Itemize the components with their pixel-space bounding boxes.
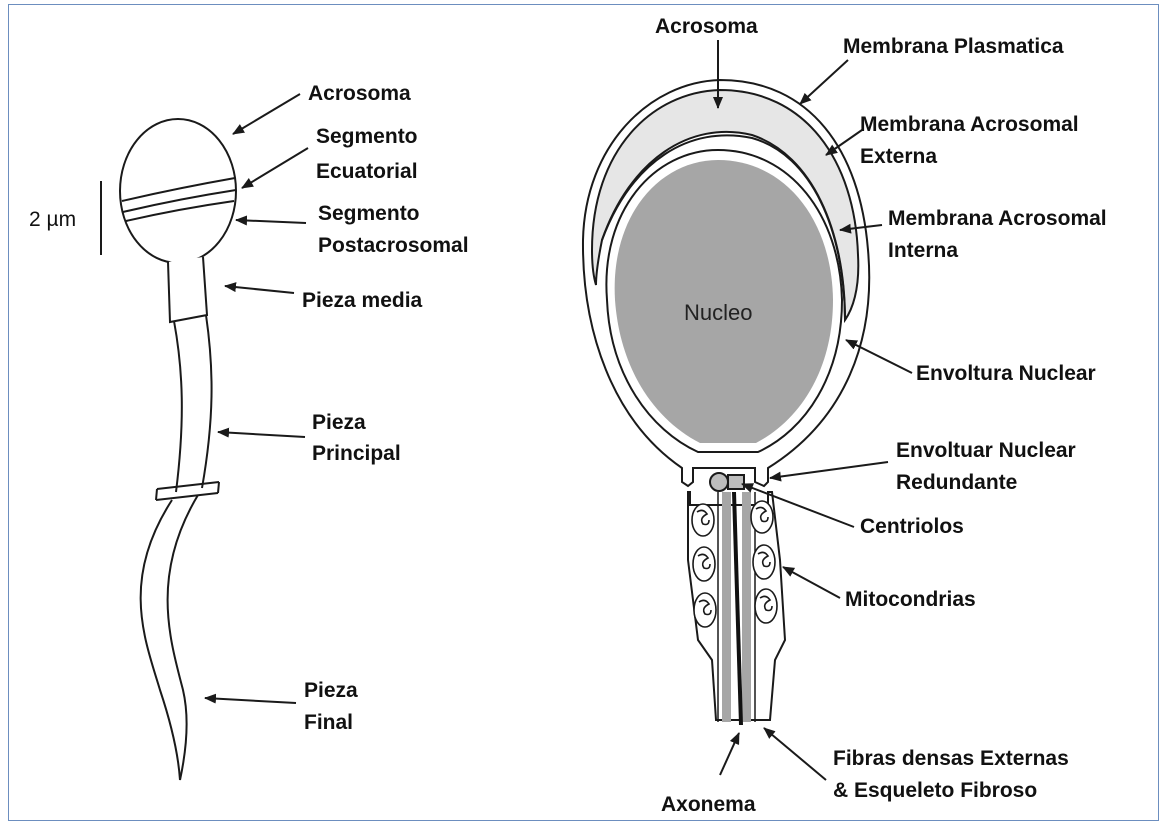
- label-segmento-post-2: Postacrosomal: [318, 234, 469, 257]
- dense-fiber-left: [722, 492, 731, 722]
- label-fibras-densas-1: Fibras densas Externas: [833, 747, 1069, 770]
- label-membrana-acrosomal-interna-2: Interna: [888, 239, 958, 262]
- label-acrosoma-left: Acrosoma: [308, 82, 411, 105]
- label-pieza-principal-1: Pieza: [312, 411, 366, 434]
- nucleus-label: Nucleo: [684, 300, 752, 325]
- label-segmento-ecuatorial-2: Ecuatorial: [316, 160, 418, 183]
- dense-fiber-right: [742, 492, 751, 722]
- label-pieza-final-1: Pieza: [304, 679, 358, 702]
- label-envoltura-redundante-1: Envoltuar Nuclear: [896, 439, 1076, 462]
- label-fibras-densas-2: & Esqueleto Fibroso: [833, 779, 1037, 802]
- end-piece: [141, 500, 180, 780]
- label-centriolos: Centriolos: [860, 515, 964, 538]
- scale-label: 2 µm: [29, 208, 76, 231]
- centriole-2: [728, 475, 744, 489]
- label-membrana-acrosomal-externa-1: Membrana Acrosomal: [860, 113, 1079, 136]
- label-pieza-final-2: Final: [304, 711, 353, 734]
- label-segmento-ecuatorial-1: Segmento: [316, 125, 418, 148]
- centriole-1: [710, 473, 728, 491]
- label-pieza-media: Pieza media: [302, 289, 423, 312]
- label-segmento-post-1: Segmento: [318, 202, 420, 225]
- label-membrana-acrosomal-interna-1: Membrana Acrosomal: [888, 207, 1107, 230]
- sperm-head: [120, 119, 236, 263]
- midpiece: [168, 257, 207, 322]
- sperm-whole-drawing: [101, 119, 236, 780]
- sperm-head-detail: [583, 80, 869, 725]
- label-mitocondrias: Mitocondrias: [845, 588, 976, 611]
- label-envoltura-redundante-2: Redundante: [896, 471, 1017, 494]
- principal-piece: [174, 321, 182, 492]
- label-acrosoma-right: Acrosoma: [655, 15, 758, 38]
- label-envoltura-nuclear: Envoltura Nuclear: [916, 362, 1096, 385]
- label-membrana-plasmatica: Membrana Plasmatica: [843, 35, 1064, 58]
- label-axonema: Axonema: [661, 793, 756, 816]
- label-membrana-acrosomal-externa-2: Externa: [860, 145, 937, 168]
- label-pieza-principal-2: Principal: [312, 442, 401, 465]
